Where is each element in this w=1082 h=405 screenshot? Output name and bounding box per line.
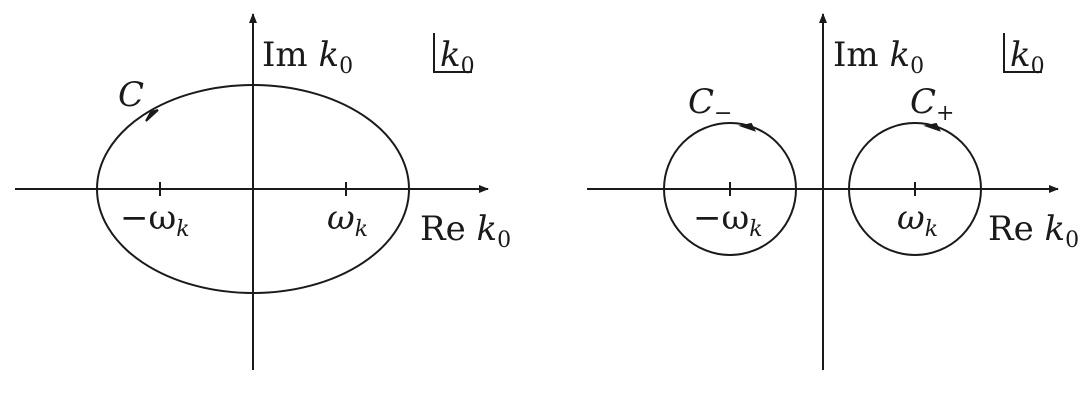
contour-plus-arrow-icon xyxy=(923,122,941,132)
re-axis-label: Re k0 xyxy=(988,209,1079,253)
pos-omega-label: ωk xyxy=(897,198,938,242)
im-axis-label: Im k0 xyxy=(833,35,924,79)
contour-c-plus xyxy=(848,122,982,256)
im-axis-label: Im k0 xyxy=(262,35,353,79)
variable-box xyxy=(1003,33,1042,73)
re-axis-label: Re k0 xyxy=(420,209,511,253)
contour-label: C xyxy=(118,75,144,115)
pos-omega-label: ωk xyxy=(327,198,368,242)
contour-minus-arrow-icon xyxy=(738,122,756,132)
right-panel: Im k0 k0 C− C+ −ωk ωk Re k0 xyxy=(587,13,1079,370)
variable-box xyxy=(433,33,472,73)
contour-c xyxy=(96,84,410,294)
contour-minus-label: C− xyxy=(688,82,732,126)
left-panel: Im k0 k0 C −ωk ωk Re k0 xyxy=(15,13,511,370)
contour-arrow-icon xyxy=(145,109,159,122)
contour-c-minus xyxy=(663,122,797,256)
neg-omega-label: −ωk xyxy=(120,198,190,242)
neg-omega-label: −ωk xyxy=(693,198,763,242)
contour-plus-label: C+ xyxy=(910,82,954,126)
